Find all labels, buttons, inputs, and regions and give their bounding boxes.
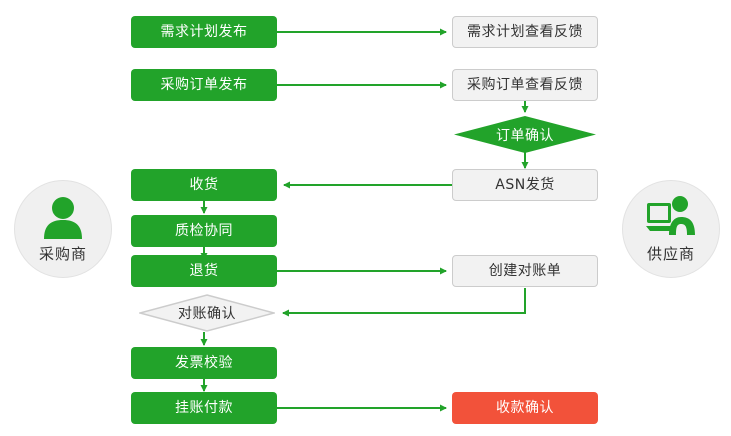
node-receipt-confirm-label: 收款确认 bbox=[496, 400, 554, 416]
node-receipt-confirm[interactable]: 收款确认 bbox=[452, 392, 598, 424]
actor-supplier[interactable]: 供应商 bbox=[622, 180, 720, 278]
node-invoice-check-label: 发票校验 bbox=[175, 355, 233, 371]
node-order-confirm[interactable]: 订单确认 bbox=[454, 116, 596, 153]
node-demand-plan-publish-label: 需求计划发布 bbox=[160, 24, 248, 40]
node-asn-ship-label: ASN发货 bbox=[495, 177, 555, 193]
node-asn-ship[interactable]: ASN发货 bbox=[452, 169, 598, 201]
node-order-confirm-label: 订单确认 bbox=[496, 127, 554, 144]
actor-buyer[interactable]: 采购商 bbox=[14, 180, 112, 278]
node-return-goods[interactable]: 退货 bbox=[131, 255, 277, 287]
node-create-statement[interactable]: 创建对账单 bbox=[452, 255, 598, 287]
node-qc-collab[interactable]: 质检协同 bbox=[131, 215, 277, 247]
node-qc-collab-label: 质检协同 bbox=[175, 223, 233, 239]
node-demand-plan-feedback-label: 需求计划查看反馈 bbox=[467, 24, 583, 40]
person-icon bbox=[37, 195, 89, 239]
node-po-publish[interactable]: 采购订单发布 bbox=[131, 69, 277, 101]
node-pay-on-account[interactable]: 挂账付款 bbox=[131, 392, 277, 424]
node-receive-goods-label: 收货 bbox=[189, 177, 219, 193]
node-invoice-check[interactable]: 发票校验 bbox=[131, 347, 277, 379]
person-at-computer-icon bbox=[645, 195, 697, 239]
node-demand-plan-publish[interactable]: 需求计划发布 bbox=[131, 16, 277, 48]
node-statement-confirm[interactable]: 对账确认 bbox=[139, 294, 275, 332]
node-po-publish-label: 采购订单发布 bbox=[160, 77, 248, 93]
node-receive-goods[interactable]: 收货 bbox=[131, 169, 277, 201]
node-po-feedback[interactable]: 采购订单查看反馈 bbox=[452, 69, 598, 101]
edge-create-statement-to-statement-confirm bbox=[282, 288, 526, 317]
actor-supplier-label: 供应商 bbox=[646, 244, 695, 263]
node-statement-confirm-label: 对账确认 bbox=[178, 306, 236, 322]
node-return-goods-label: 退货 bbox=[189, 263, 219, 279]
actor-buyer-label: 采购商 bbox=[38, 244, 87, 263]
node-demand-plan-feedback[interactable]: 需求计划查看反馈 bbox=[452, 16, 598, 48]
node-create-statement-label: 创建对账单 bbox=[488, 263, 562, 279]
node-pay-on-account-label: 挂账付款 bbox=[175, 400, 233, 416]
node-po-feedback-label: 采购订单查看反馈 bbox=[467, 77, 583, 93]
